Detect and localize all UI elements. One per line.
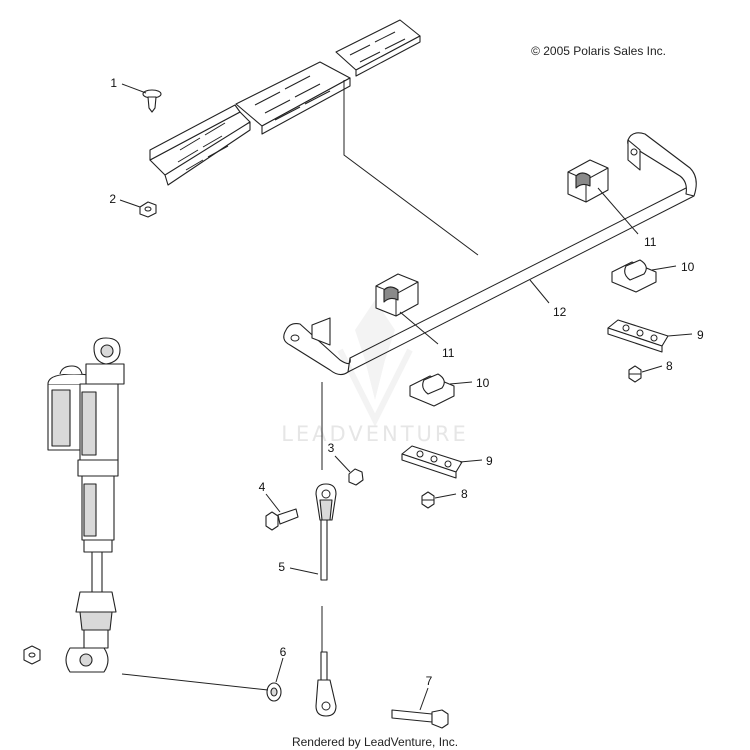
callout-3: 3 — [328, 441, 335, 455]
callout-7: 7 — [426, 674, 433, 688]
shock-absorber-part — [47, 337, 125, 673]
leader-11-lower — [399, 311, 439, 345]
leader-1 — [121, 83, 147, 94]
leader-10-lower — [449, 381, 473, 385]
clamp-plate-upper-part — [607, 319, 669, 353]
watermark-text: LEADVENTURE — [281, 422, 469, 446]
callout-5: 5 — [278, 560, 285, 574]
callout-8-upper: 8 — [666, 359, 673, 373]
callout-11-upper: 11 — [644, 235, 657, 249]
nut-upper-part — [628, 365, 642, 383]
bracket-upper-part — [611, 259, 657, 293]
nut-part-2 — [139, 201, 157, 218]
leader-8-lower — [434, 493, 457, 499]
leader-shock-to-washer — [121, 673, 269, 691]
callout-2: 2 — [109, 192, 116, 206]
leader-7 — [419, 687, 429, 711]
leader-9-upper — [667, 333, 693, 337]
callout-9-upper: 9 — [697, 328, 704, 342]
callout-12: 12 — [553, 305, 567, 319]
callout-6: 6 — [280, 645, 287, 659]
callout-10-upper: 10 — [681, 260, 695, 274]
leader-10-upper — [651, 265, 677, 271]
callout-11-lower: 11 — [442, 346, 455, 360]
bushing-lower-part — [375, 273, 419, 317]
leader-5 — [289, 567, 319, 575]
leader-3 — [334, 455, 351, 473]
callout-9-lower: 9 — [486, 454, 493, 468]
nut-part-3 — [348, 468, 364, 486]
rivet-part — [142, 89, 162, 113]
link-rod-part — [315, 382, 337, 717]
shock-nut-part — [23, 645, 41, 665]
callout-10-lower: 10 — [476, 376, 490, 390]
bolt-part-4 — [265, 508, 299, 531]
rendered-by-footer: Rendered by LeadVenture, Inc. — [292, 735, 458, 749]
leader-2 — [119, 199, 141, 208]
leader-6 — [275, 657, 284, 683]
leader-4 — [265, 493, 281, 513]
washer-part — [266, 682, 282, 702]
leadventure-watermark-logo — [337, 300, 413, 427]
nut-lower-part — [421, 491, 435, 509]
callout-4: 4 — [259, 480, 266, 494]
bracket-lower-part — [409, 373, 455, 407]
leader-line-panel-to-bar — [343, 80, 479, 256]
leader-12 — [529, 279, 550, 304]
skid-plate-panels — [149, 19, 421, 186]
callout-1: 1 — [110, 76, 117, 90]
callout-8-lower: 8 — [461, 487, 468, 501]
leader-8-upper — [641, 365, 663, 373]
leader-9-lower — [459, 459, 483, 463]
bushing-upper-part — [567, 159, 609, 203]
clamp-plate-lower-part — [401, 445, 463, 479]
stabilizer-bar-part — [283, 132, 697, 376]
bolt-part-7 — [391, 709, 449, 729]
copyright-notice: © 2005 Polaris Sales Inc. — [531, 44, 666, 58]
leader-11-upper — [597, 187, 639, 235]
